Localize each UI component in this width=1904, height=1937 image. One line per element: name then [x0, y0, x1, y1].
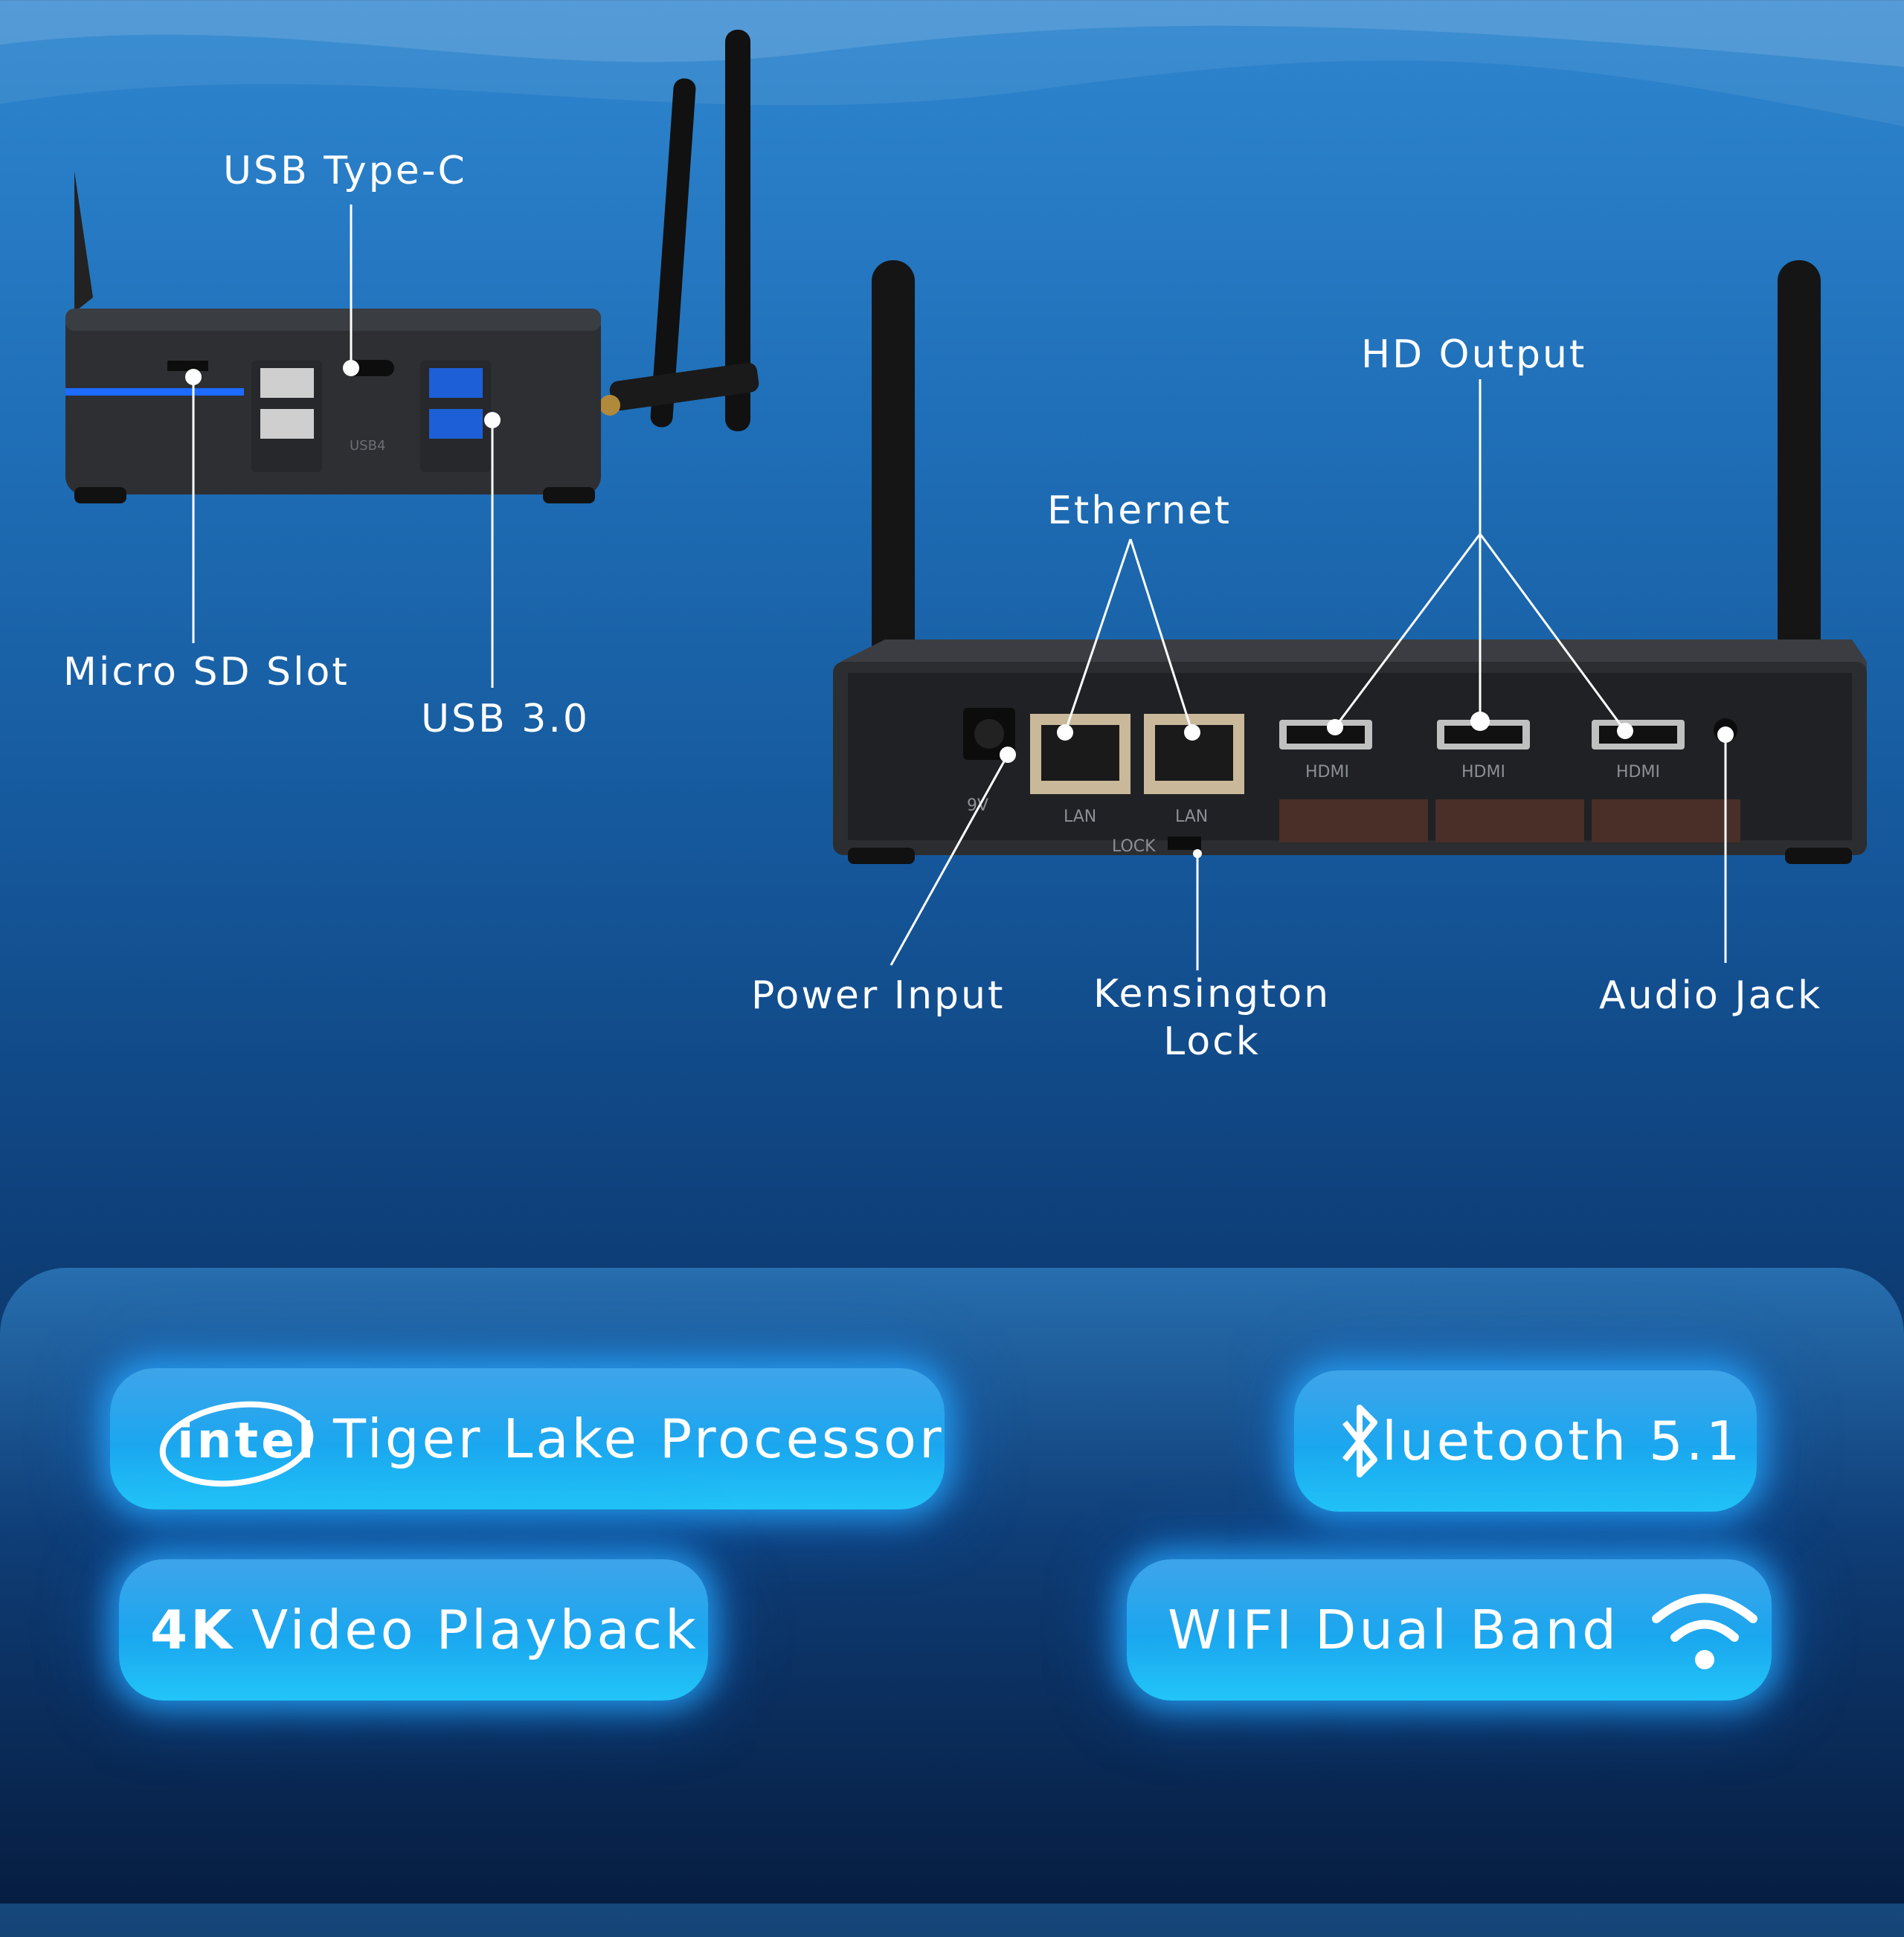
- antenna-right: [725, 30, 750, 431]
- dot-audio: [1717, 726, 1734, 743]
- lan-marking-2: LAN: [1175, 808, 1208, 826]
- lan-marking-1: LAN: [1064, 808, 1096, 826]
- dot-usb3: [484, 412, 501, 428]
- dot-usb-c: [343, 360, 359, 376]
- label-usb-type-c: USB Type-C: [223, 149, 467, 193]
- processor-text: Tiger Lake Processor: [333, 1408, 945, 1470]
- label-power-input: Power Input: [751, 973, 1006, 1018]
- lock-marking: LOCK: [1112, 837, 1156, 856]
- dot-hdmi-1: [1327, 719, 1343, 735]
- wifi-text: WIFI Dual Band: [1168, 1599, 1619, 1661]
- hdmi-marking-2: HDMI: [1461, 763, 1505, 781]
- label-kensington-line1: Kensington: [1093, 972, 1331, 1016]
- hdmi-marking-3: HDMI: [1616, 763, 1660, 781]
- label-audio-jack: Audio Jack: [1599, 973, 1823, 1018]
- label-kensington-lock: Kensington Lock: [1093, 970, 1331, 1066]
- mini-pc-side-view: USB4: [65, 30, 759, 503]
- dot-lan-2: [1184, 724, 1200, 741]
- dot-micro-sd: [185, 369, 202, 385]
- label-hd-output: HD Output: [1361, 332, 1587, 377]
- blue-led-strip: [65, 388, 244, 396]
- bluetooth-icon: [1342, 1405, 1377, 1477]
- voltage-marking: 9V: [967, 796, 988, 815]
- antenna-left: [650, 78, 696, 428]
- intel-logo: intel: [159, 1401, 318, 1487]
- kensington-slot: [1168, 837, 1201, 850]
- callout-lines: [185, 360, 1734, 858]
- usb4-marking: USB4: [350, 438, 385, 454]
- dot-hdmi-3: [1617, 723, 1633, 739]
- dot-lan-1: [1057, 724, 1073, 741]
- feature-pill-bluetooth: luetooth 5.1: [1294, 1370, 1757, 1512]
- label-kensington-line2: Lock: [1163, 1019, 1261, 1064]
- feature-pill-processor: intel Tiger Lake Processor: [110, 1368, 945, 1509]
- label-usb-3-0: USB 3.0: [421, 697, 590, 741]
- video-playback-text: Video Playback: [251, 1599, 699, 1661]
- dot-power: [1000, 747, 1016, 763]
- video-4k-text: 4K: [150, 1599, 235, 1661]
- bluetooth-text: luetooth 5.1: [1382, 1410, 1743, 1472]
- feature-pill-wifi: WIFI Dual Band: [1127, 1559, 1772, 1701]
- hdmi-marking-1: HDMI: [1305, 763, 1349, 781]
- feature-pill-video: 4K Video Playback: [119, 1559, 708, 1701]
- background-waves: [0, 0, 1904, 126]
- intel-logo-text: intel: [177, 1412, 318, 1469]
- dot-hdmi-2: [1470, 712, 1490, 731]
- label-ethernet: Ethernet: [1047, 489, 1232, 533]
- dot-lock: [1193, 849, 1202, 858]
- mini-pc-rear-view: 9V LAN LAN LOCK HDMI HDMI HDMI: [833, 260, 1867, 864]
- wifi-icon: [1651, 1593, 1757, 1669]
- label-micro-sd-slot: Micro SD Slot: [63, 650, 350, 694]
